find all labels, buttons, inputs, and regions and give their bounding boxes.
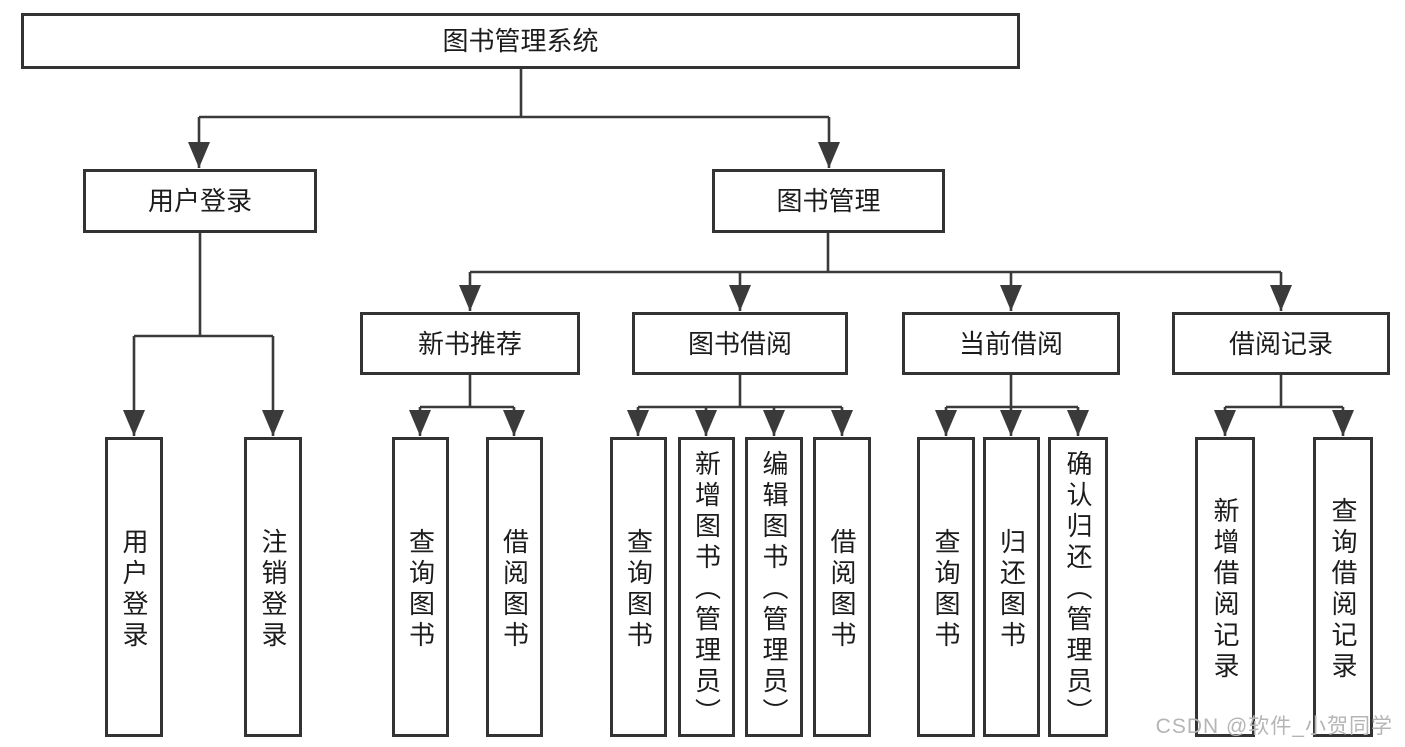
node-root: 图书管理系统 [21,13,1020,69]
leaf-return-books: 归还图书 [983,437,1040,737]
leaf-query-books-current: 查询图书 [917,437,975,737]
leaf-query-books-borrowing-label: 查询图书 [623,527,654,652]
leaf-query-books-recommend-label: 查询图书 [405,527,436,652]
leaf-confirm-return-admin-label: 确认归还（管理员） [1063,450,1093,729]
leaf-query-books-current-label: 查询图书 [931,527,961,652]
node-current-borrowing-label: 当前借阅 [958,328,1063,359]
leaf-add-book-admin-label: 新增图书（管理员） [691,450,722,729]
leaf-confirm-return-admin: 确认归还（管理员） [1048,437,1108,737]
leaf-logout-login-label: 注销登录 [258,527,288,652]
leaf-user-login-label: 用户登录 [119,527,149,652]
node-book-borrowing-label: 图书借阅 [687,328,792,359]
leaf-query-books-borrowing: 查询图书 [610,437,667,737]
leaf-user-login: 用户登录 [105,437,163,737]
leaf-query-borrow-record: 查询借阅记录 [1313,437,1373,737]
leaf-add-borrow-record-label: 新增借阅记录 [1210,496,1240,683]
leaf-logout-login: 注销登录 [244,437,302,737]
watermark: CSDN @软件_小贺同学 [1155,715,1393,738]
leaf-query-borrow-record-label: 查询借阅记录 [1328,496,1358,683]
node-book-management-label: 图书管理 [776,186,881,216]
leaf-edit-book-admin: 编辑图书（管理员） [745,437,803,737]
leaf-borrow-books-borrowing: 借阅图书 [813,437,871,737]
connector-segments [134,69,1343,409]
node-current-borrowing: 当前借阅 [902,312,1120,375]
leaf-borrow-books-recommend: 借阅图书 [486,437,543,737]
leaf-borrow-books-recommend-label: 借阅图书 [499,527,530,652]
node-borrow-records-label: 借阅记录 [1228,328,1333,359]
leaf-add-borrow-record: 新增借阅记录 [1195,437,1255,737]
node-book-borrowing: 图书借阅 [632,312,848,375]
node-new-book-recommend: 新书推荐 [360,312,580,375]
leaf-borrow-books-borrowing-label: 借阅图书 [827,527,857,652]
node-borrow-records: 借阅记录 [1172,312,1390,375]
leaf-query-books-recommend: 查询图书 [392,437,449,737]
node-user-login: 用户登录 [83,169,317,233]
leaf-add-book-admin: 新增图书（管理员） [678,437,735,737]
leaf-edit-book-admin-label: 编辑图书（管理员） [759,450,789,729]
leaf-return-books-label: 归还图书 [996,527,1027,652]
node-new-book-recommend-label: 新书推荐 [417,328,522,359]
node-root-label: 图书管理系统 [442,26,599,56]
node-book-management: 图书管理 [712,169,945,233]
node-user-login-label: 用户登录 [147,186,252,216]
connector-arrows [123,117,1354,436]
